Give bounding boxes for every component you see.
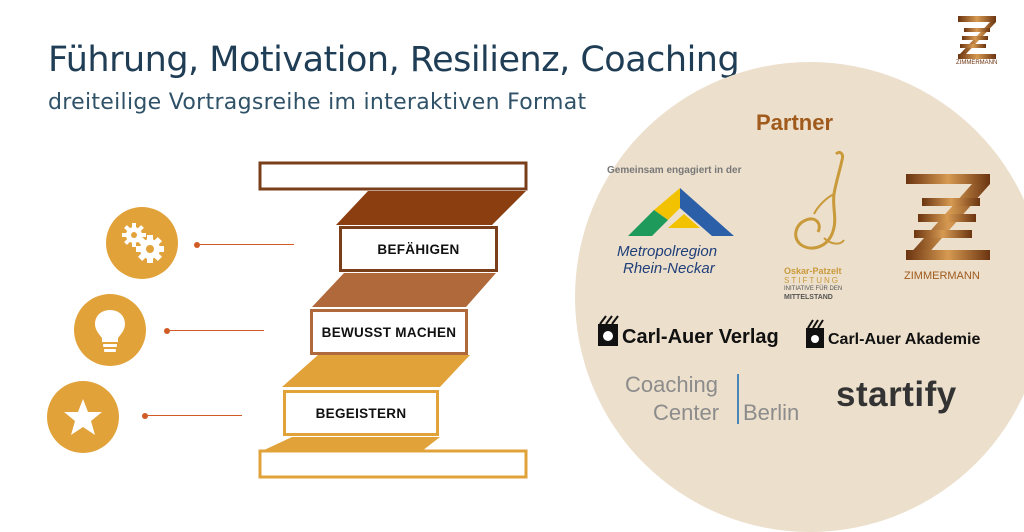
corner-logo-text: ZIMMERMANN — [956, 60, 998, 66]
oskar-line4: MITTELSTAND — [784, 294, 833, 301]
slide-subtitle: dreiteilige Vortragsreihe im interaktive… — [48, 90, 587, 115]
corner-logo: ZIMMERMANN — [952, 14, 1002, 66]
coaching-center-line2a: Center — [653, 400, 720, 425]
partner-circle — [575, 62, 1024, 532]
connector-line-1 — [200, 244, 294, 245]
connector-line-3 — [148, 415, 242, 416]
carl-auer-akademie-icon — [806, 319, 824, 348]
startify-logo: startify — [836, 375, 957, 414]
coaching-center-line2b: Berlin — [743, 400, 800, 425]
oskar-line1: Oskar-Patzelt — [784, 266, 842, 276]
slab-gold — [282, 355, 470, 387]
staircase-graphic — [258, 161, 528, 479]
connector-dot-3 — [142, 413, 148, 419]
oskar-patzelt-figure-icon — [794, 150, 845, 250]
lightbulb-icon — [95, 310, 125, 352]
coaching-center-line1: Coaching — [625, 372, 718, 397]
carl-auer-verlag-icon — [598, 315, 619, 346]
coaching-center-divider — [737, 374, 739, 424]
metropolregion-logo-icon — [628, 188, 734, 236]
oskar-line3: INITIATIVE FÜR DEN — [784, 286, 843, 292]
lightbulb-icon-circle — [74, 294, 146, 366]
slab-medium — [312, 273, 496, 307]
carl-auer-verlag: Carl-Auer Verlag — [622, 326, 779, 348]
metropolregion-name-line2: Rhein-Neckar — [623, 260, 715, 277]
metropolregion-tagline: Gemeinsam engagiert in der — [607, 165, 742, 176]
zimmermann-partner-name: ZIMMERMANN — [904, 270, 980, 282]
oskar-line2: STIFTUNG — [784, 276, 840, 285]
top-bar — [258, 161, 528, 191]
slab-dark — [336, 191, 526, 225]
bottom-bar — [258, 449, 528, 479]
slide-title: Führung, Motivation, Resilienz, Coaching — [48, 40, 740, 80]
step-label-begeistern: BEGEISTERN — [283, 390, 439, 436]
connector-line-2 — [170, 330, 264, 331]
connector-dot-2 — [164, 328, 170, 334]
slab-bottom — [262, 437, 440, 451]
step-label-bewusst-machen: BEWUSST MACHEN — [310, 309, 468, 355]
metropolregion-name-line1: Metropolregion — [617, 243, 718, 260]
gears-icon — [122, 223, 164, 263]
zimmermann-logo-icon — [958, 16, 996, 59]
step-label-befaehigen: BEFÄHIGEN — [339, 226, 498, 272]
star-icon — [64, 399, 102, 435]
zimmermann-partner-logo-icon — [906, 174, 990, 260]
connector-dot-1 — [194, 242, 200, 248]
gears-icon-circle — [106, 207, 178, 279]
carl-auer-akademie: Carl-Auer Akademie — [828, 331, 981, 348]
partner-heading: Partner — [756, 110, 834, 135]
star-icon-circle — [47, 381, 119, 453]
